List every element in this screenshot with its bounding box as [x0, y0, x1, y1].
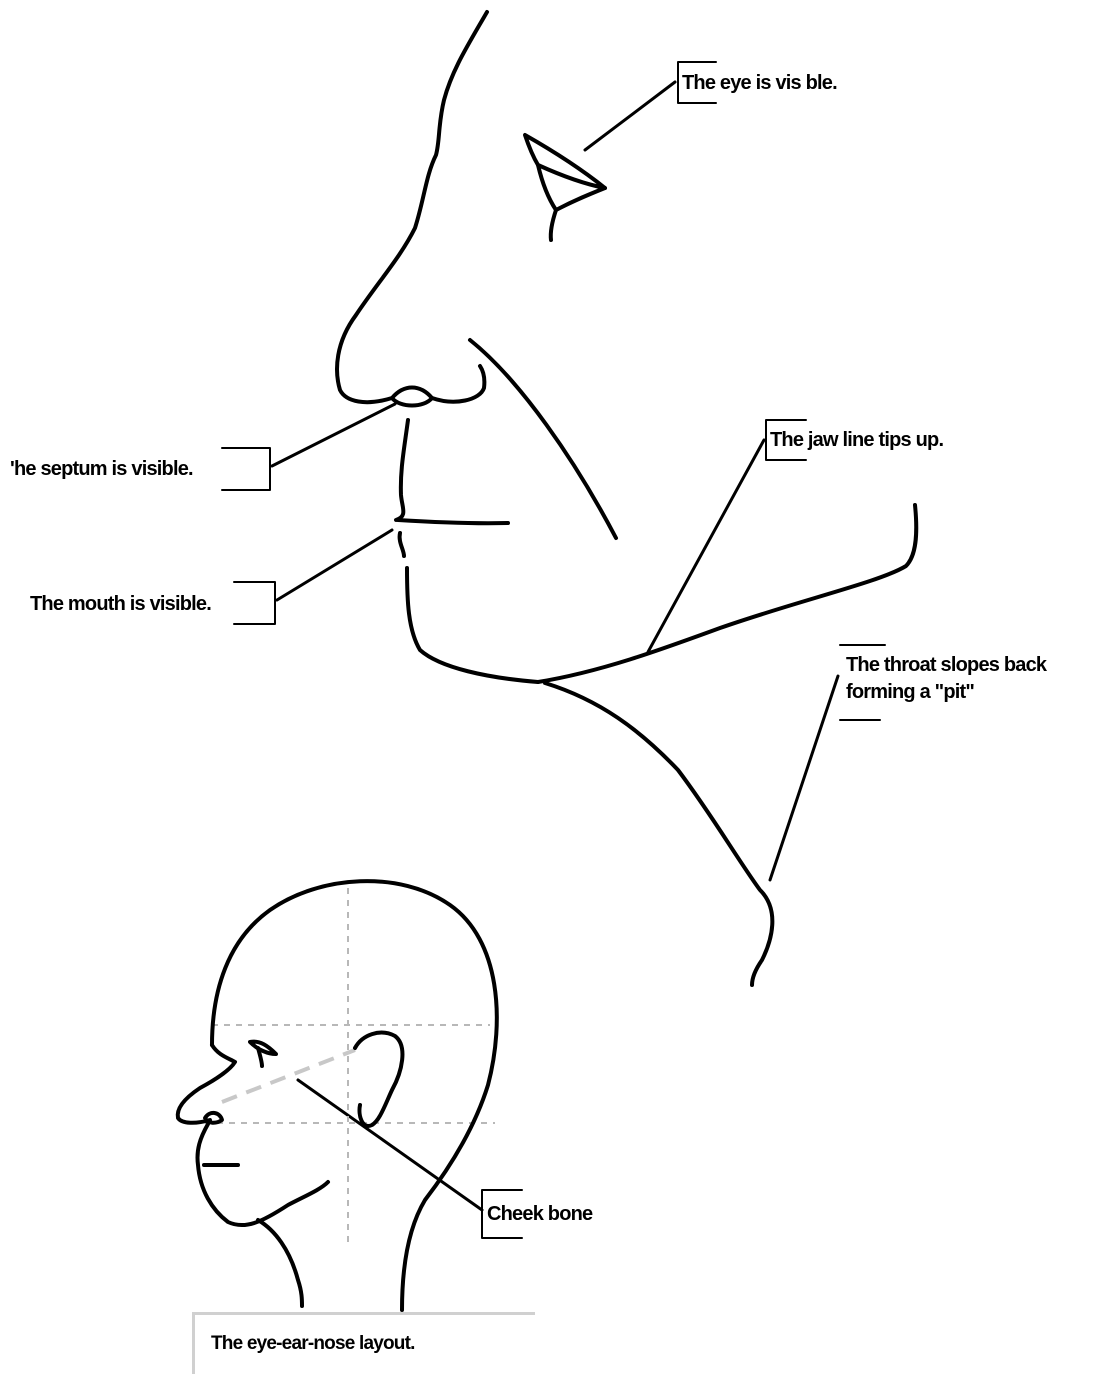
caption-text: The eye-ear-nose layout.	[211, 1333, 415, 1355]
eye-label: The eye is vis ble.	[682, 72, 837, 94]
cheek-leader	[298, 1080, 482, 1210]
eye-leader	[585, 82, 675, 150]
throat-label-line1: The throat slopes back	[846, 654, 1048, 676]
small-neck-front	[258, 1220, 302, 1306]
upper-lip	[396, 420, 408, 520]
small-mouth-chin	[197, 1124, 328, 1225]
lower-lip	[400, 533, 404, 556]
septum-label: 'he septum is visible.	[10, 458, 193, 480]
mouth-leader	[277, 530, 392, 600]
chin-line	[407, 568, 538, 682]
small-nostril	[205, 1113, 222, 1123]
cheek-label: Cheek bone	[487, 1203, 593, 1225]
small-ear	[355, 1033, 402, 1126]
cheek-line	[470, 340, 616, 538]
eye-ear-guide	[222, 1050, 355, 1102]
caption-box: The eye-ear-nose layout.	[192, 1312, 535, 1374]
throat-leader	[770, 676, 838, 880]
face-profile-line	[337, 12, 487, 402]
jaw-label: The jaw line tips up.	[770, 429, 943, 451]
mouth-label-frame	[234, 582, 275, 624]
nostril	[392, 388, 432, 406]
eye-line	[551, 210, 556, 240]
septum-leader	[272, 404, 395, 466]
mouth-label: The mouth is visible.	[30, 593, 211, 615]
throat-line	[545, 683, 772, 985]
skull-outline	[212, 881, 497, 1310]
small-eye	[250, 1042, 276, 1054]
mouth-line	[398, 520, 508, 523]
septum-label-frame	[222, 448, 270, 490]
throat-label-line2: forming a "pit"	[846, 681, 974, 703]
forehead	[178, 1045, 235, 1123]
nose-underside	[432, 366, 484, 402]
